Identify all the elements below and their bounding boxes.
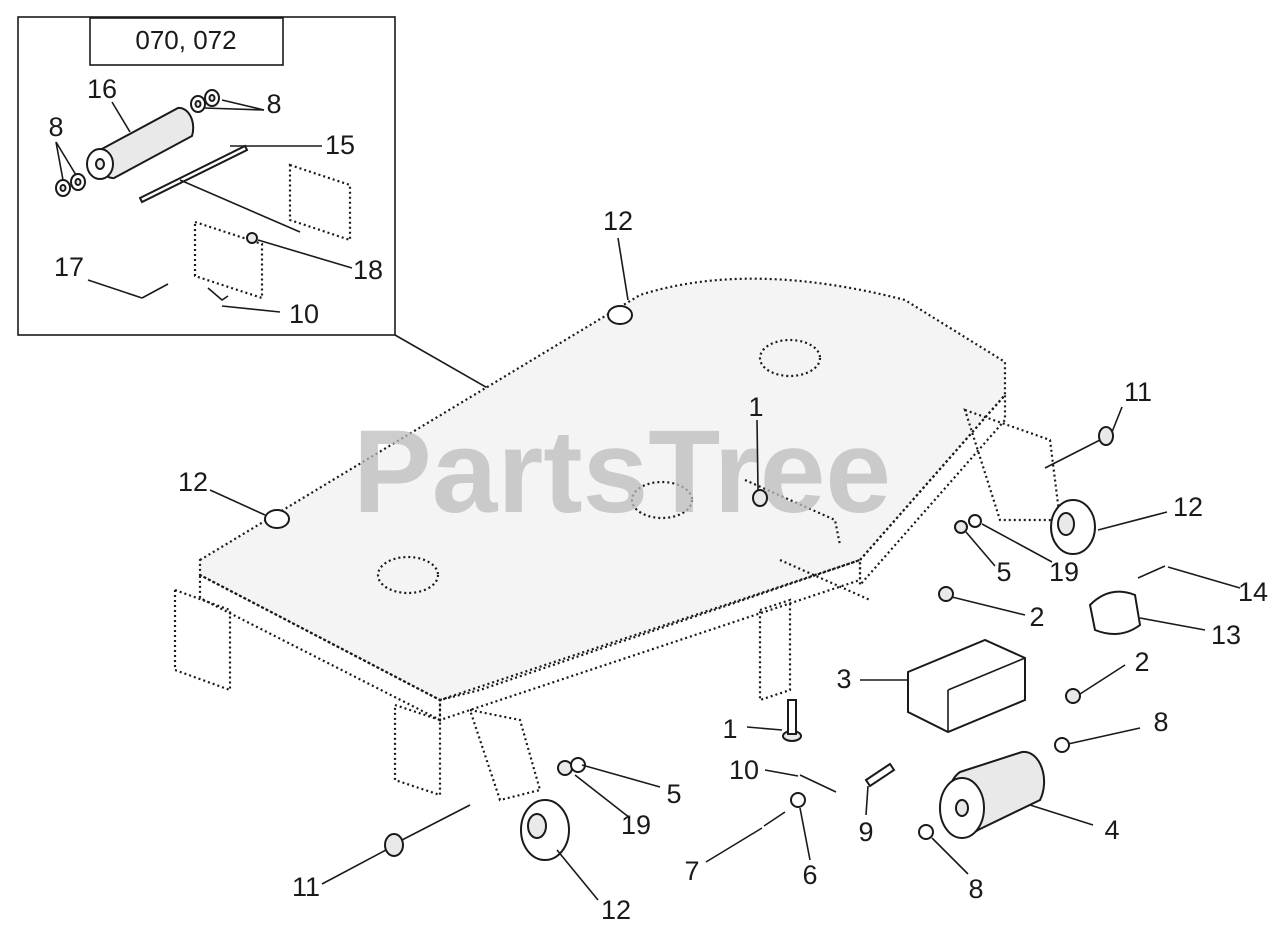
nut-2-upper bbox=[938, 586, 954, 602]
inset-title-box bbox=[89, 17, 284, 66]
callout-10-inset: 10 bbox=[289, 299, 319, 329]
callout-9: 9 bbox=[858, 817, 873, 847]
pin-9 bbox=[864, 762, 896, 788]
bolt-7 bbox=[763, 811, 786, 827]
callout-15: 15 bbox=[325, 130, 355, 160]
inset-bracket-right bbox=[288, 163, 352, 242]
callout-3: 3 bbox=[836, 664, 851, 694]
deck-rear-leg bbox=[758, 598, 792, 702]
callout-11-front: 11 bbox=[292, 872, 320, 902]
deck-front-bumper bbox=[173, 588, 232, 692]
spindle-opening-center bbox=[630, 480, 694, 520]
deck-plate-1 bbox=[744, 478, 842, 546]
callout-19-rear: 19 bbox=[1049, 557, 1079, 587]
callout-8-upper: 8 bbox=[1153, 707, 1168, 737]
callout-4: 4 bbox=[1104, 815, 1119, 845]
bolt-11-rear bbox=[1044, 426, 1114, 469]
nut-2-lower bbox=[1065, 688, 1081, 704]
inset-shaft-15 bbox=[138, 144, 249, 204]
callout-12-left: 12 bbox=[178, 467, 208, 497]
inset-bolt-17 bbox=[141, 283, 169, 299]
callout-14: 14 bbox=[1238, 577, 1268, 607]
callout-5-rear: 5 bbox=[996, 557, 1011, 587]
callouts: 16 8 8 15 17 18 10 12 12 12 12 1 1 11 11… bbox=[48, 74, 1268, 925]
inset-detail: 070, 072 bbox=[17, 16, 396, 336]
callout-7: 7 bbox=[684, 856, 699, 886]
callout-8-lower: 8 bbox=[968, 874, 983, 904]
washer-19-rear bbox=[968, 514, 982, 528]
roller-4 bbox=[939, 750, 1046, 839]
callout-19-front: 19 bbox=[621, 810, 651, 840]
callout-12-front: 12 bbox=[601, 895, 631, 925]
callout-17: 17 bbox=[54, 252, 84, 282]
bolt-14 bbox=[1137, 565, 1166, 579]
washer-6 bbox=[790, 792, 806, 808]
inset-title: 070, 072 bbox=[135, 25, 236, 55]
bracket-3 bbox=[907, 638, 1026, 734]
nut-5-rear bbox=[954, 520, 968, 534]
callout-10: 10 bbox=[729, 755, 759, 785]
deck-right-skirt bbox=[438, 558, 862, 722]
callout-16: 16 bbox=[87, 74, 117, 104]
plate-13 bbox=[1088, 590, 1142, 635]
callout-6: 6 bbox=[802, 860, 817, 890]
bolt-1-upper bbox=[752, 489, 768, 507]
mower-deck bbox=[173, 277, 1062, 802]
leader-lines bbox=[209, 237, 1241, 901]
rear-wheel-bracket bbox=[963, 408, 1062, 522]
spindle-opening-front bbox=[376, 555, 440, 595]
watermark: PartsTree bbox=[353, 406, 891, 538]
callout-13: 13 bbox=[1211, 620, 1241, 650]
callout-5-front: 5 bbox=[666, 779, 681, 809]
callout-12-rear: 12 bbox=[1173, 492, 1203, 522]
pin-10 bbox=[799, 774, 837, 793]
washer-19-front bbox=[570, 757, 586, 773]
callout-1-upper: 1 bbox=[748, 392, 763, 422]
spindle-opening-rear bbox=[758, 338, 822, 378]
nut-5-front bbox=[557, 760, 573, 776]
bolt-1-lower bbox=[782, 699, 802, 742]
callout-1-lower: 1 bbox=[722, 714, 737, 744]
inset-roller-16 bbox=[86, 106, 195, 180]
wheel-front bbox=[520, 799, 570, 861]
wheel-rear bbox=[1050, 499, 1096, 555]
inset-pin-10 bbox=[207, 287, 229, 302]
inset-frame bbox=[17, 16, 396, 336]
callout-11-rear: 11 bbox=[1124, 377, 1152, 407]
inset-nut-18 bbox=[246, 232, 258, 244]
deck-top bbox=[198, 277, 1007, 702]
front-wheel-bracket bbox=[468, 708, 542, 802]
washer-8-lower bbox=[918, 824, 934, 840]
inset-washers-8 bbox=[55, 89, 220, 197]
washer-8-upper bbox=[1054, 737, 1070, 753]
callout-12-top: 12 bbox=[603, 206, 633, 236]
callout-8-inset-right: 8 bbox=[266, 89, 281, 119]
bolt-11-front bbox=[384, 804, 471, 857]
callout-2-lower: 2 bbox=[1134, 647, 1149, 677]
callout-2-upper: 2 bbox=[1029, 602, 1044, 632]
callout-8-inset-left: 8 bbox=[48, 112, 63, 142]
callout-18: 18 bbox=[353, 255, 383, 285]
anti-scalp-wheel-top bbox=[607, 305, 633, 325]
anti-scalp-wheel-left bbox=[264, 509, 290, 529]
deck-front-leg bbox=[393, 703, 442, 797]
deck-side-skirt bbox=[858, 392, 1007, 588]
